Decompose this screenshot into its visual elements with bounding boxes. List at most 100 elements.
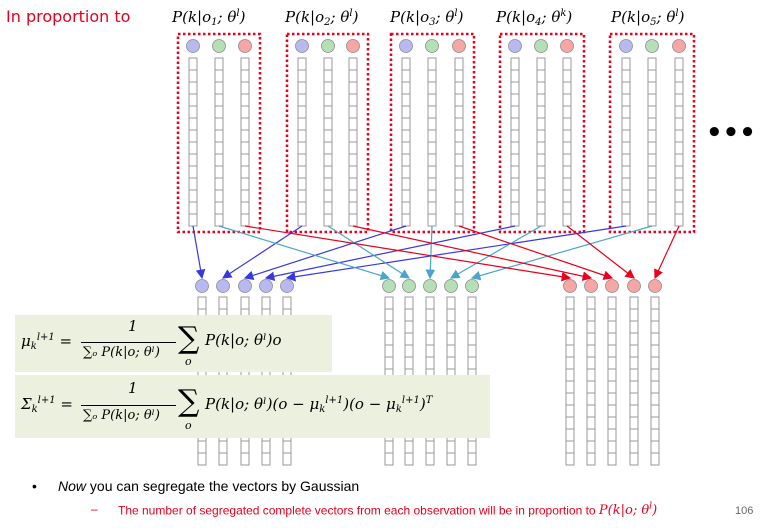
vector-cell [674,153,684,167]
vector-cell [427,201,437,215]
vector-cell [562,165,572,179]
vector-cell [240,296,250,310]
cluster-circle [648,279,662,293]
dotted-group-box [608,32,696,234]
vector-cell [323,129,333,143]
vector-cell [607,392,617,406]
vector-cell [629,308,639,322]
blue-gaussian-circle [508,39,522,53]
vector-cell [629,368,639,382]
vector-cell [218,440,228,454]
vector-cell [621,57,631,71]
vector-cell [240,177,250,191]
vector-cell [629,380,639,394]
blue-gaussian-circle [186,39,200,53]
vector-cell [629,428,639,442]
vector-cell [647,81,657,95]
vector-cell [348,117,358,131]
vector-cell [214,213,224,227]
vector-cell [621,69,631,83]
vector-cell [446,308,456,322]
header-prob-o1: P(k|o1; θl) [172,8,246,28]
assignment-arrow [264,225,516,281]
vector-cell [348,189,358,203]
vector-cell [401,129,411,143]
vector-cell [297,165,307,179]
vector-cell [510,81,520,95]
vector-cell [348,153,358,167]
observation-vector-column [323,57,333,227]
assignment-arrow [327,225,411,279]
segregated-vector-column [650,296,660,466]
vector-cell [510,69,520,83]
observation-group-3 [389,32,476,234]
assignment-arrow [192,225,206,280]
cluster-circle [423,279,437,293]
vector-cell [621,93,631,107]
vector-cell [510,213,520,227]
vector-cell [629,320,639,334]
vector-cell [214,81,224,95]
vector-cell [621,141,631,155]
vector-cell [650,296,660,310]
vector-cell [565,344,575,358]
vector-cell [536,153,546,167]
vector-cell [467,308,477,322]
vector-cell [404,344,414,358]
vector-cell [240,165,250,179]
segregated-vector-column [565,296,575,466]
vector-cell [607,320,617,334]
vector-cell [562,177,572,191]
vector-cell [348,201,358,215]
vector-cell [562,69,572,83]
vector-cell [218,296,228,310]
vector-cell [621,177,631,191]
vector-cell [401,213,411,227]
observation-vector-column [454,57,464,227]
vector-cell [297,69,307,83]
dotted-group-box [285,32,370,234]
vector-cell [510,153,520,167]
observation-vector-column [401,57,411,227]
vector-cell [427,177,437,191]
vector-cell [647,189,657,203]
vector-cell [454,201,464,215]
assignment-arrow [458,225,614,280]
vector-cell [323,93,333,107]
vector-cell [427,105,437,119]
vector-cell [323,153,333,167]
vector-cell [425,332,435,346]
vector-cell [674,165,684,179]
vector-cell [650,308,660,322]
sigma-fraction-bar [81,405,176,406]
vector-cell [427,117,437,131]
vector-cell [467,452,477,466]
vector-cell [536,81,546,95]
green-gaussian-circle [534,39,548,53]
vector-cell [674,141,684,155]
vector-cell [240,57,250,71]
assignment-arrow [470,225,653,281]
vector-cell [297,177,307,191]
vector-cell [586,452,596,466]
observation-vector-column [214,57,224,227]
red-cluster [563,279,662,466]
observation-vector-column [647,57,657,227]
vector-cell [401,69,411,83]
vector-cell [454,141,464,155]
covariance-update-formula: Σkl+1 = 1 ∑ₒ P(k|o; θˡ) ∑ o P(k|o; θˡ)(o… [15,375,490,438]
cluster-circle [280,279,294,293]
vector-cell [454,213,464,227]
sigma-sum-symbol: ∑ [178,384,200,419]
vector-cell [348,213,358,227]
vector-cell [565,320,575,334]
header-prob-o4: P(k|o4; θk) [496,8,573,28]
vector-cell [454,93,464,107]
vector-cell [188,105,198,119]
vector-cell [565,332,575,346]
vector-cell [650,428,660,442]
vector-cell [454,81,464,95]
vector-cell [565,356,575,370]
sigma-lhs: Σkl+1 = [21,395,73,415]
vector-cell [629,356,639,370]
